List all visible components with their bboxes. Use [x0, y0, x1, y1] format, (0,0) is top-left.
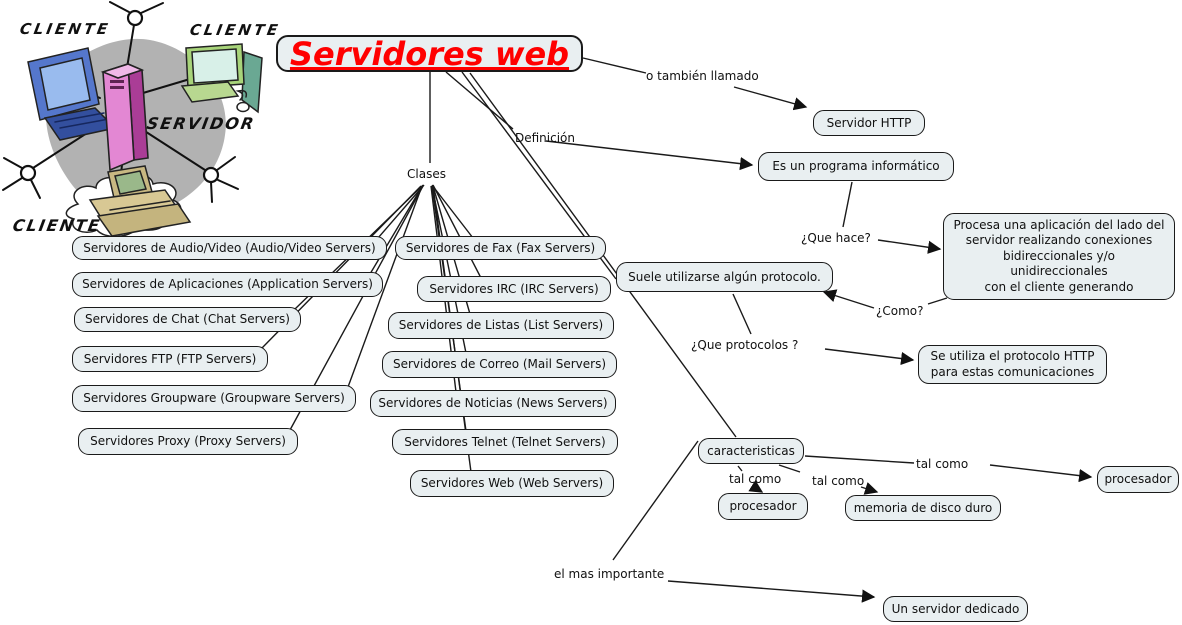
node-protocolo-http[interactable]: Se utiliza el protocolo HTTP para estas … — [918, 345, 1107, 384]
link-label-such-as-3[interactable]: tal como — [916, 457, 969, 471]
node-class-ftp[interactable]: Servidores FTP (FTP Servers) — [72, 346, 268, 372]
link-label-definition[interactable]: Definición — [515, 131, 575, 145]
network-node-icon — [126, 9, 144, 27]
node-class-aplicaciones[interactable]: Servidores de Aplicaciones (Application … — [72, 272, 383, 297]
node-class-web[interactable]: Servidores Web (Web Servers) — [410, 470, 614, 497]
node-procesador-1[interactable]: procesador — [718, 493, 808, 520]
node-class-audio-video[interactable]: Servidores de Audio/Video (Audio/Video S… — [72, 236, 387, 260]
node-class-listas[interactable]: Servidores de Listas (List Servers) — [388, 312, 614, 339]
link-label-what-protocols[interactable]: ¿Que protocolos ? — [691, 338, 799, 352]
node-servidor-http[interactable]: Servidor HTTP — [813, 110, 925, 136]
client-label: CLIENTE — [188, 21, 283, 39]
node-servidor-dedicado[interactable]: Un servidor dedicado — [883, 596, 1028, 622]
node-class-groupware[interactable]: Servidores Groupware (Groupware Servers) — [72, 385, 356, 412]
network-node-icon — [19, 164, 37, 182]
node-procesador-2[interactable]: procesador — [1097, 466, 1179, 493]
network-illustration — [2, 1, 263, 238]
node-class-irc[interactable]: Servidores IRC (IRC Servers) — [417, 276, 611, 302]
client-label: CLIENTE — [11, 216, 103, 235]
node-class-telnet[interactable]: Servidores Telnet (Telnet Servers) — [392, 429, 618, 455]
link-label-most-important[interactable]: el mas importante — [554, 567, 665, 581]
client-computer-blue-icon — [27, 47, 117, 141]
node-class-chat[interactable]: Servidores de Chat (Chat Servers) — [74, 307, 301, 332]
node-class-proxy[interactable]: Servidores Proxy (Proxy Servers) — [78, 428, 298, 455]
server-label: SERVIDOR — [145, 114, 257, 133]
node-programa-informatico[interactable]: Es un programa informático — [758, 152, 954, 181]
client-laptop-icon — [65, 165, 192, 238]
node-suele-protocolo[interactable]: Suele utilizarse algún protocolo. — [616, 262, 833, 292]
link-label-how[interactable]: ¿Como? — [876, 304, 924, 318]
node-procesa-aplicacion[interactable]: Procesa una aplicación del lado del serv… — [943, 213, 1175, 300]
node-class-noticias[interactable]: Servidores de Noticias (News Servers) — [370, 390, 616, 417]
link-label-what-it-does[interactable]: ¿Que hace? — [801, 231, 871, 245]
title-node-servidores-web[interactable]: Servidores web — [276, 35, 583, 73]
node-caracteristicas[interactable]: caracteristicas — [698, 438, 804, 464]
server-tower-icon — [100, 62, 149, 172]
link-label-such-as-2[interactable]: tal como — [812, 474, 865, 488]
link-label-such-as-1[interactable]: tal como — [729, 472, 782, 486]
node-class-correo[interactable]: Servidores de Correo (Mail Servers) — [382, 351, 617, 378]
link-label-classes[interactable]: Clases — [407, 167, 446, 181]
client-label: CLIENTE — [18, 20, 113, 38]
network-node-icon — [202, 166, 220, 184]
link-label-also-called[interactable]: o también llamado — [646, 69, 759, 83]
node-memoria-disco-duro[interactable]: memoria de disco duro — [845, 495, 1001, 521]
node-class-fax[interactable]: Servidores de Fax (Fax Servers) — [395, 236, 606, 260]
client-computer-green-icon — [180, 43, 263, 114]
